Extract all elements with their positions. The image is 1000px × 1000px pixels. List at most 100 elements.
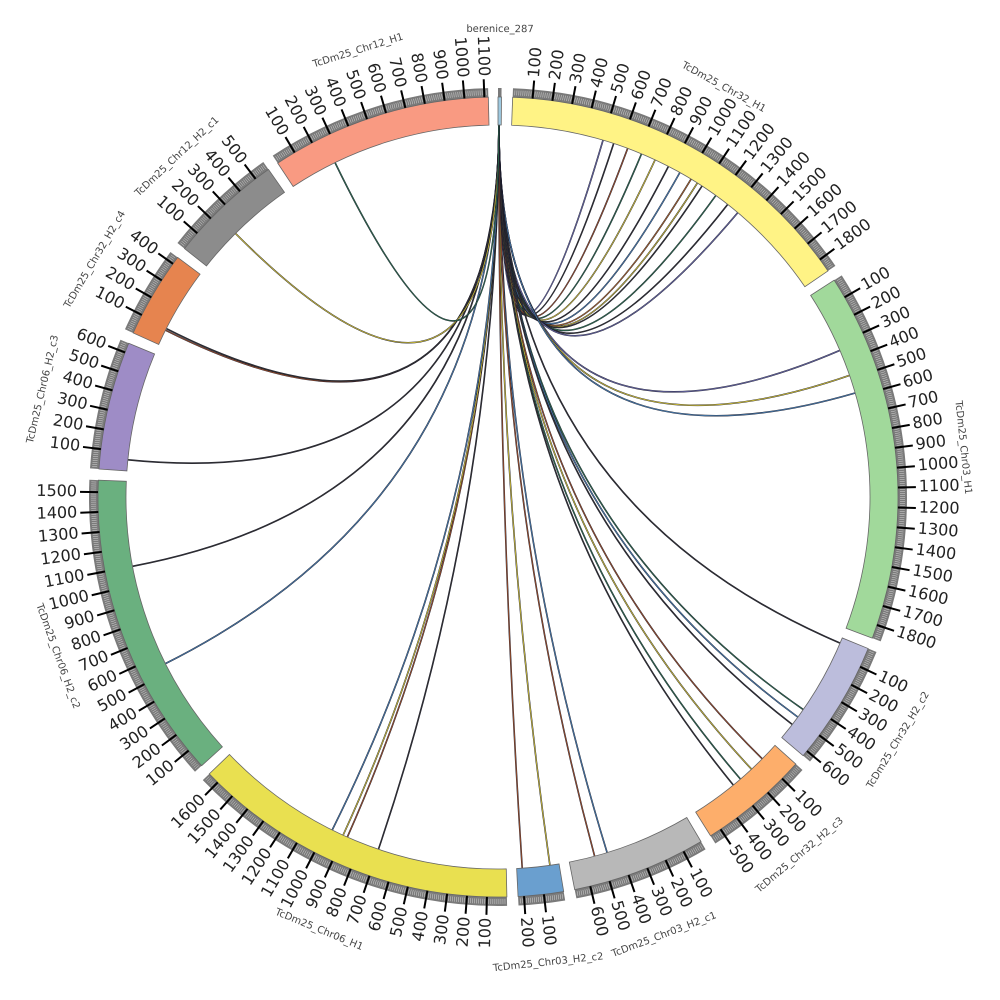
- major-tick: [286, 842, 298, 859]
- minor-tick: [397, 102, 400, 108]
- ideogram[interactable]: [132, 256, 201, 345]
- link[interactable]: [331, 124, 500, 831]
- ideogram[interactable]: [810, 279, 899, 639]
- link[interactable]: [234, 124, 500, 344]
- minor-tick: [761, 800, 766, 805]
- minor-tick: [686, 852, 689, 857]
- ideogram[interactable]: [781, 637, 869, 757]
- minor-tick: [104, 599, 110, 601]
- minor-tick: [580, 890, 583, 896]
- tick-label: 1400: [915, 540, 958, 564]
- minor-tick: [756, 804, 761, 809]
- minor-tick: [652, 121, 656, 127]
- minor-tick: [250, 816, 255, 821]
- minor-tick: [153, 279, 159, 283]
- segment-TcDm25_Chr03_H1[interactable]: 1002003004005006007008009001000110012001…: [810, 262, 974, 653]
- major-tick: [891, 423, 910, 429]
- minor-tick: [586, 889, 589, 894]
- link[interactable]: [165, 124, 500, 382]
- link[interactable]: [346, 124, 500, 838]
- ideogram[interactable]: [97, 479, 223, 767]
- minor-tick: [289, 147, 293, 152]
- minor-tick: [450, 896, 452, 902]
- major-tick: [94, 384, 113, 392]
- minor-tick: [538, 92, 540, 98]
- minor-tick: [761, 189, 766, 194]
- minor-tick: [388, 884, 391, 890]
- link[interactable]: [334, 124, 500, 322]
- minor-tick: [656, 122, 659, 128]
- segment-TcDm25_Chr06_H1[interactable]: 1002003004005006007008009001000110012001…: [167, 753, 508, 953]
- major-tick: [818, 734, 835, 747]
- minor-tick: [650, 120, 654, 126]
- ideogram[interactable]: [511, 96, 829, 288]
- minor-tick: [690, 139, 694, 145]
- ideogram[interactable]: [183, 168, 286, 267]
- segment-berenice_287[interactable]: berenice_287: [466, 24, 534, 126]
- major-tick: [765, 186, 780, 202]
- minor-tick: [731, 823, 735, 829]
- minor-tick: [582, 889, 585, 895]
- major-tick: [128, 683, 145, 694]
- minor-tick: [334, 124, 337, 129]
- ideogram[interactable]: [568, 816, 702, 891]
- minor-tick: [861, 322, 866, 325]
- ideogram[interactable]: [98, 342, 156, 472]
- ideogram[interactable]: [277, 96, 490, 188]
- link[interactable]: [498, 124, 596, 857]
- ideogram[interactable]: [497, 96, 502, 126]
- ideogram[interactable]: [208, 753, 508, 898]
- minor-tick: [553, 895, 556, 901]
- minor-tick: [642, 872, 645, 877]
- minor-tick: [671, 859, 675, 865]
- minor-tick: [560, 94, 562, 100]
- minor-tick: [285, 149, 289, 155]
- minor-tick: [429, 893, 432, 899]
- link[interactable]: [498, 124, 856, 417]
- ideogram[interactable]: [516, 863, 565, 897]
- minor-tick: [586, 99, 588, 105]
- link[interactable]: [498, 124, 742, 780]
- minor-tick: [123, 654, 129, 657]
- minor-tick: [149, 286, 154, 290]
- minor-tick: [421, 97, 423, 103]
- link[interactable]: [377, 124, 500, 850]
- minor-tick: [874, 636, 880, 639]
- minor-tick: [869, 650, 874, 654]
- segment-TcDm25_Chr06_H2_c2[interactable]: 1002003004005006007008009001000110012001…: [33, 479, 223, 790]
- major-tick: [862, 324, 880, 334]
- minor-tick: [891, 578, 897, 581]
- minor-tick: [640, 872, 643, 878]
- minor-tick: [714, 835, 718, 840]
- link[interactable]: [498, 124, 734, 786]
- minor-tick: [890, 584, 896, 587]
- minor-tick: [344, 869, 347, 874]
- minor-tick: [157, 717, 163, 721]
- minor-tick: [425, 96, 427, 102]
- minor-tick: [194, 225, 199, 230]
- major-tick: [340, 109, 350, 127]
- minor-tick: [437, 94, 439, 100]
- minor-tick: [154, 278, 160, 282]
- link[interactable]: [498, 124, 524, 869]
- minor-tick: [294, 845, 298, 850]
- minor-tick: [409, 889, 412, 895]
- minor-tick: [96, 431, 102, 434]
- tick-label: 1500: [36, 481, 77, 500]
- minor-tick: [112, 366, 118, 369]
- minor-tick: [189, 231, 194, 236]
- minor-tick: [845, 291, 850, 295]
- minor-tick: [818, 251, 824, 256]
- major-tick: [647, 109, 657, 127]
- link[interactable]: [498, 124, 841, 644]
- link[interactable]: [342, 124, 500, 836]
- minor-tick: [315, 132, 319, 138]
- ideogram[interactable]: [695, 744, 797, 837]
- minor-tick: [674, 131, 678, 137]
- minor-tick: [441, 93, 443, 99]
- minor-tick: [93, 452, 99, 454]
